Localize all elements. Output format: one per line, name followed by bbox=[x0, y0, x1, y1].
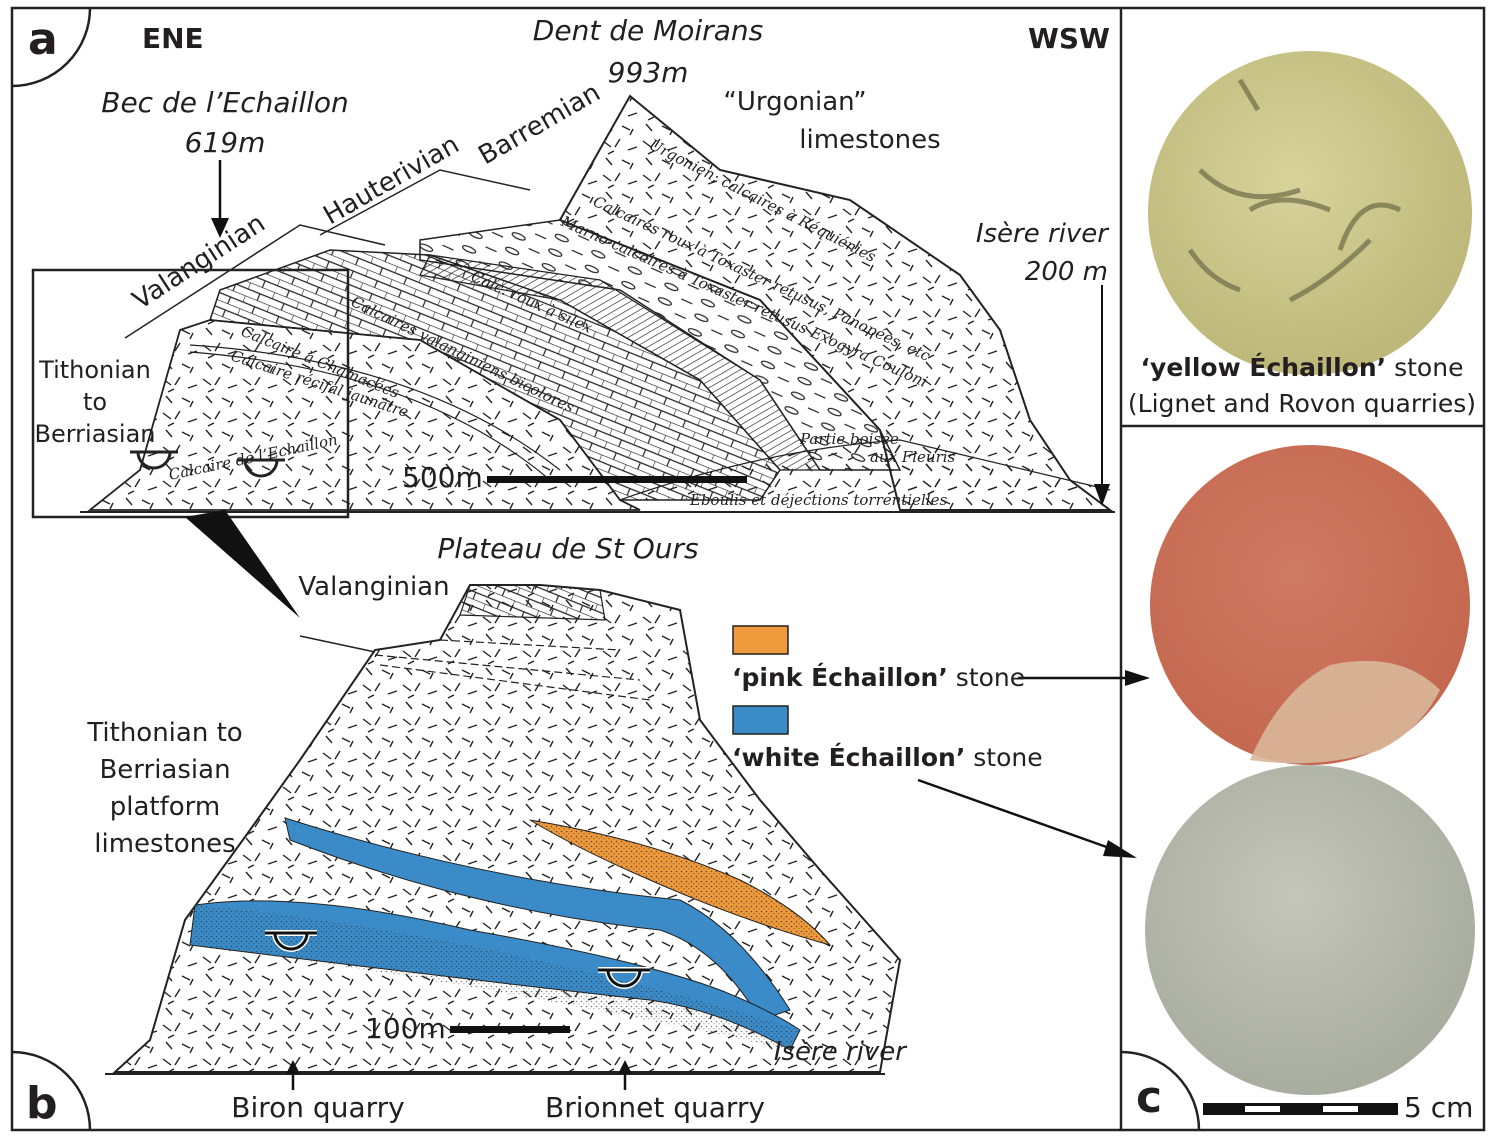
svg-text:Tithonian: Tithonian bbox=[38, 356, 151, 384]
inset-pointer bbox=[185, 510, 300, 618]
svg-text:‘yellow Échaillon’ stone: ‘yellow Échaillon’ stone bbox=[1141, 353, 1464, 382]
svg-text:100m: 100m bbox=[365, 1012, 446, 1045]
svg-text:Dent de Moirans: Dent de Moirans bbox=[533, 14, 763, 47]
svg-text:aux Fleuris: aux Fleuris bbox=[870, 448, 956, 466]
svg-text:Plateau de St Ours: Plateau de St Ours bbox=[437, 532, 698, 565]
svg-text:c: c bbox=[1136, 1072, 1162, 1123]
quarry-symbol bbox=[130, 450, 178, 470]
svg-text:WSW: WSW bbox=[1028, 22, 1110, 55]
white-echaillon-sample bbox=[1145, 765, 1475, 1095]
svg-text:Berriasian: Berriasian bbox=[99, 755, 230, 785]
legend-white: ‘white Échaillon’ stone bbox=[732, 705, 1043, 772]
svg-text:Biron quarry: Biron quarry bbox=[231, 1091, 404, 1124]
svg-text:platform: platform bbox=[110, 792, 220, 822]
yellow-echaillon-sample bbox=[1148, 51, 1472, 375]
svg-text:Hauterivian: Hauterivian bbox=[319, 130, 465, 232]
svg-text:Eboulis et déjections torrenti: Eboulis et déjections torrentielles bbox=[689, 491, 947, 509]
svg-text:Isère river: Isère river bbox=[774, 1037, 908, 1067]
svg-text:Tithonian to: Tithonian to bbox=[86, 718, 242, 748]
svg-text:b: b bbox=[26, 1078, 58, 1129]
legend-pink: ‘pink Échaillon’ stone bbox=[732, 625, 1025, 692]
svg-text:limestones: limestones bbox=[799, 125, 940, 155]
echaillon-limestone bbox=[87, 319, 641, 511]
svg-text:Berriasian: Berriasian bbox=[34, 420, 155, 448]
svg-text:ENE: ENE bbox=[142, 22, 204, 55]
legend-swatch-pink bbox=[732, 625, 789, 655]
svg-text:200 m: 200 m bbox=[1025, 257, 1108, 287]
figure-border bbox=[10, 6, 1486, 1132]
panel-label-a: a bbox=[11, 7, 92, 88]
cross-section-a: Urgonien; calcaires à Réquiénies Calcair… bbox=[31, 94, 1115, 618]
svg-text:5 cm: 5 cm bbox=[1404, 1091, 1473, 1124]
legend-swatch-blue bbox=[732, 705, 789, 735]
svg-text:limestones: limestones bbox=[94, 829, 235, 859]
quarry-symbol bbox=[237, 458, 285, 478]
svg-text:Bec de l’Echaillon: Bec de l’Echaillon bbox=[101, 86, 349, 119]
svg-text:Brionnet quarry: Brionnet quarry bbox=[545, 1091, 765, 1124]
svg-text:Isère river: Isère river bbox=[976, 219, 1110, 249]
svg-text:Valanginian: Valanginian bbox=[298, 572, 449, 602]
svg-text:500m: 500m bbox=[402, 461, 483, 494]
svg-text:993m: 993m bbox=[608, 56, 689, 89]
svg-text:Barremian: Barremian bbox=[474, 78, 606, 172]
svg-text:to: to bbox=[83, 388, 107, 416]
svg-text:‘white Échaillon’ stone: ‘white Échaillon’ stone bbox=[732, 743, 1043, 772]
scale-bar-500m bbox=[487, 476, 747, 483]
svg-text:(Lignet and Rovon quarries): (Lignet and Rovon quarries) bbox=[1128, 389, 1476, 418]
panel-c: ‘yellow Échaillon’ stone (Lignet and Rov… bbox=[1128, 51, 1476, 1124]
white-echaillon-band-upper bbox=[284, 817, 791, 1021]
svg-text:Partie boisée: Partie boisée bbox=[799, 430, 899, 448]
svg-text:619m: 619m bbox=[185, 126, 266, 159]
svg-text:“Urgonian”: “Urgonian” bbox=[723, 87, 866, 117]
scale-bar-100m bbox=[450, 1026, 570, 1033]
panel-label-c: c bbox=[1120, 1050, 1201, 1131]
cross-section-b: 100m bbox=[105, 584, 1150, 1090]
panel-b-labels: Plateau de St Ours Valanginian Tithonian… bbox=[86, 532, 1042, 1124]
panel-label-b: b bbox=[11, 1050, 92, 1131]
scale-bar-5cm bbox=[1203, 1103, 1398, 1115]
svg-text:a: a bbox=[28, 14, 58, 65]
svg-text:‘pink Échaillon’ stone: ‘pink Échaillon’ stone bbox=[732, 663, 1025, 692]
